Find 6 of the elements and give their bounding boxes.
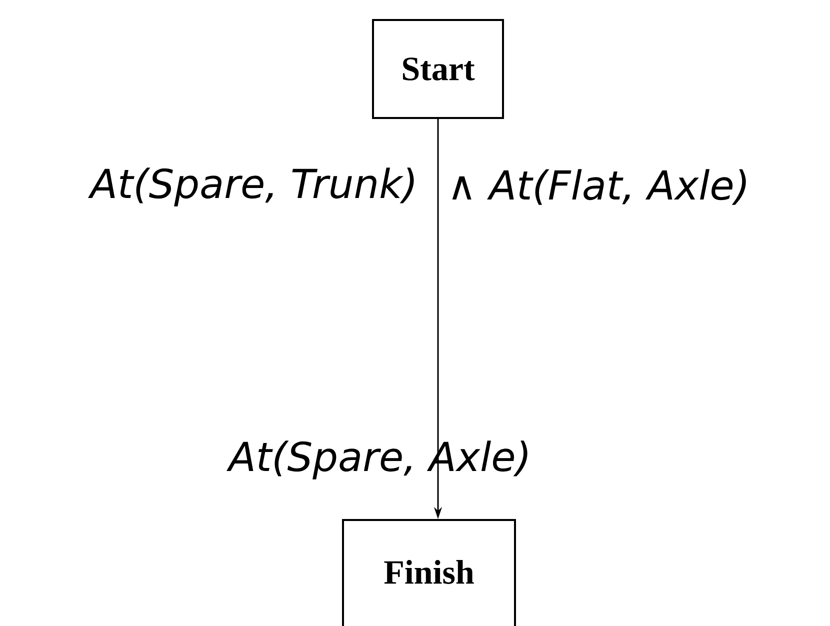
box-title: Finish [384, 560, 474, 584]
process-box [342, 519, 516, 626]
formula-label: ∧ At(Flat, Axle) [452, 169, 746, 205]
formula-label: At(Spare, Trunk) [88, 168, 414, 206]
process-box [372, 19, 504, 119]
box-title: Start [402, 58, 475, 80]
